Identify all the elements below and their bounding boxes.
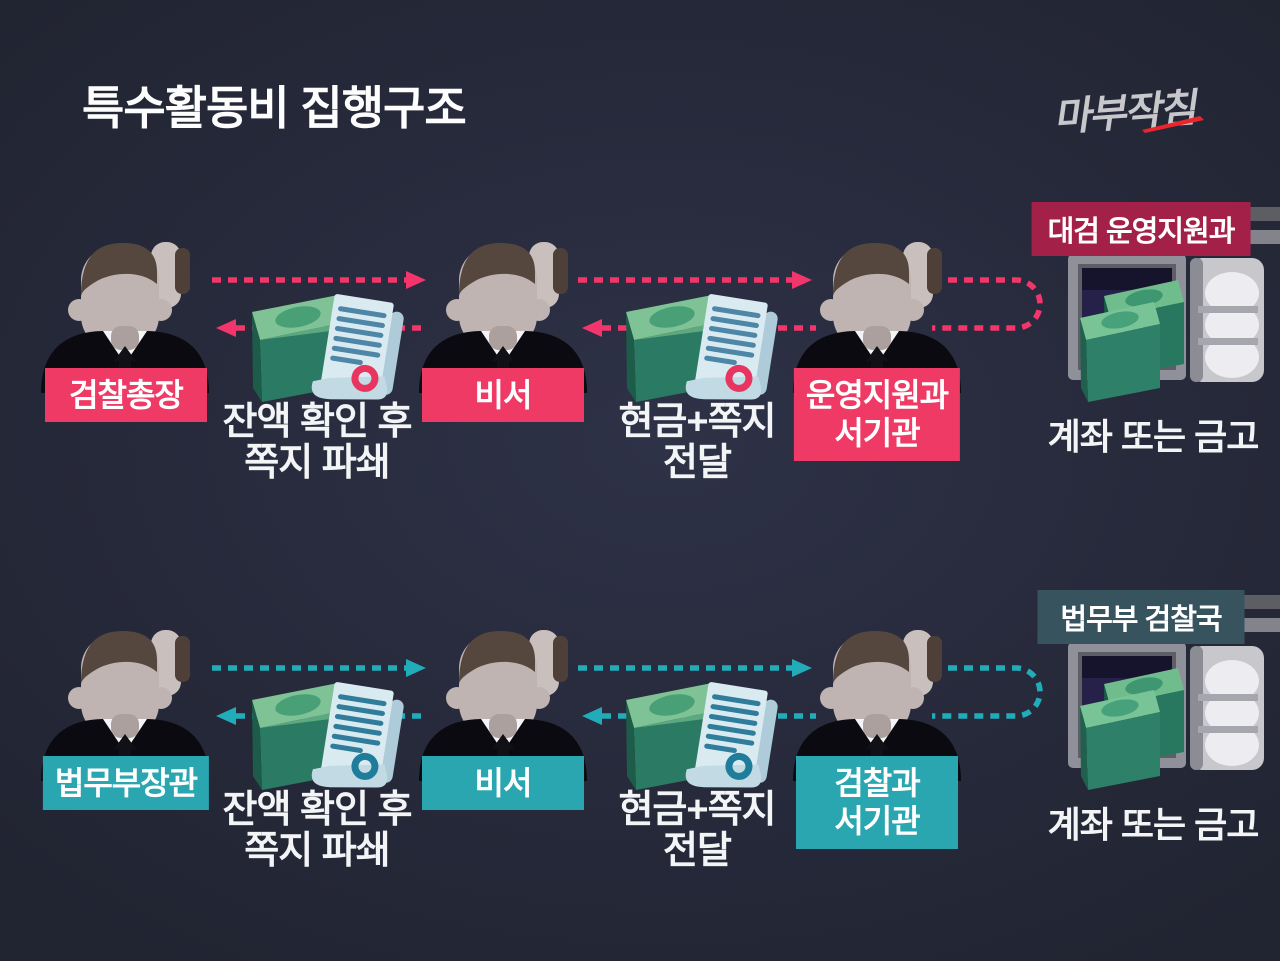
person-label-text-line1: 검찰과 [834, 765, 920, 801]
open-safe-with-cash-icon [1040, 248, 1270, 408]
caption-deliver-cash-and-note: 현금+쪽지 전달 [618, 789, 776, 873]
open-safe-with-cash-icon [1040, 636, 1270, 796]
person-label-text-line2: 서기관 [834, 415, 920, 452]
person-label-text: 법무부장관 [54, 765, 198, 801]
person-label-secretary: 비서 [422, 756, 584, 811]
person-label-support-division-officer: 운영지원과 서기관 [793, 368, 961, 461]
cash-with-note-icon [612, 670, 782, 800]
dept-label-text: 법무부 검찰국 [1060, 604, 1222, 636]
caption-text: 계좌 또는 금고 [1047, 804, 1260, 845]
caption-line1: 잔액 확인 후 [222, 401, 413, 443]
person-label-text: 검찰총장 [69, 377, 184, 413]
cash-with-note-icon [612, 282, 782, 412]
caption-check-balance-shred-note: 잔액 확인 후 쪽지 파쇄 [222, 789, 413, 873]
caption-check-balance-shred-note: 잔액 확인 후 쪽지 파쇄 [222, 401, 413, 485]
page-title: 특수활동비 집행구조 [82, 82, 467, 134]
person-label-text-line1: 운영지원과 [805, 377, 949, 413]
caption-account-or-safe: 계좌 또는 금고 [1047, 804, 1260, 845]
person-label-secretary: 비서 [422, 368, 584, 423]
caption-line2: 전달 [663, 830, 732, 873]
person-label-prosecutor-general: 검찰총장 [45, 368, 207, 423]
cash-with-note-icon [238, 670, 408, 800]
person-label-text-line2: 서기관 [834, 803, 920, 840]
dept-label-supreme-prosecutors-support-division: 대검 운영지원과 [1031, 202, 1251, 256]
caption-line2: 전달 [663, 442, 732, 485]
safe-hinge-bar [1243, 207, 1280, 221]
caption-deliver-cash-and-note: 현금+쪽지 전달 [618, 401, 776, 485]
flow-row-prosecution: 검찰총장 비서 운영지원과 서기관 잔액 확인 후 쪽지 파쇄 현금+쪽지 전달… [0, 190, 1280, 580]
safe-hinge-bar [1243, 595, 1280, 609]
caption-line1: 잔액 확인 후 [222, 789, 413, 831]
safe-hinge-bar [1243, 618, 1280, 632]
caption-account-or-safe: 계좌 또는 금고 [1047, 416, 1260, 457]
person-label-justice-minister: 법무부장관 [42, 756, 210, 811]
person-label-text: 비서 [474, 765, 533, 801]
caption-text: 계좌 또는 금고 [1047, 416, 1260, 457]
flow-row-justice-ministry: 법무부장관 비서 검찰과 서기관 잔액 확인 후 쪽지 파쇄 현금+쪽지 전달 … [0, 578, 1280, 961]
dept-label-text: 대검 운영지원과 [1047, 216, 1236, 248]
caption-line1: 현금+쪽지 [618, 789, 776, 831]
caption-line2: 쪽지 파쇄 [244, 830, 390, 873]
caption-line2: 쪽지 파쇄 [244, 442, 390, 485]
dept-label-justice-ministry-prosecution-bureau: 법무부 검찰국 [1037, 590, 1245, 644]
cash-with-note-icon [238, 282, 408, 412]
logo-underline-swoosh-icon [1142, 116, 1204, 133]
person-label-text: 비서 [474, 377, 533, 413]
safe-hinge-bar [1243, 230, 1280, 244]
caption-line1: 현금+쪽지 [618, 401, 776, 443]
person-label-prosecution-division-officer: 검찰과 서기관 [796, 756, 958, 849]
